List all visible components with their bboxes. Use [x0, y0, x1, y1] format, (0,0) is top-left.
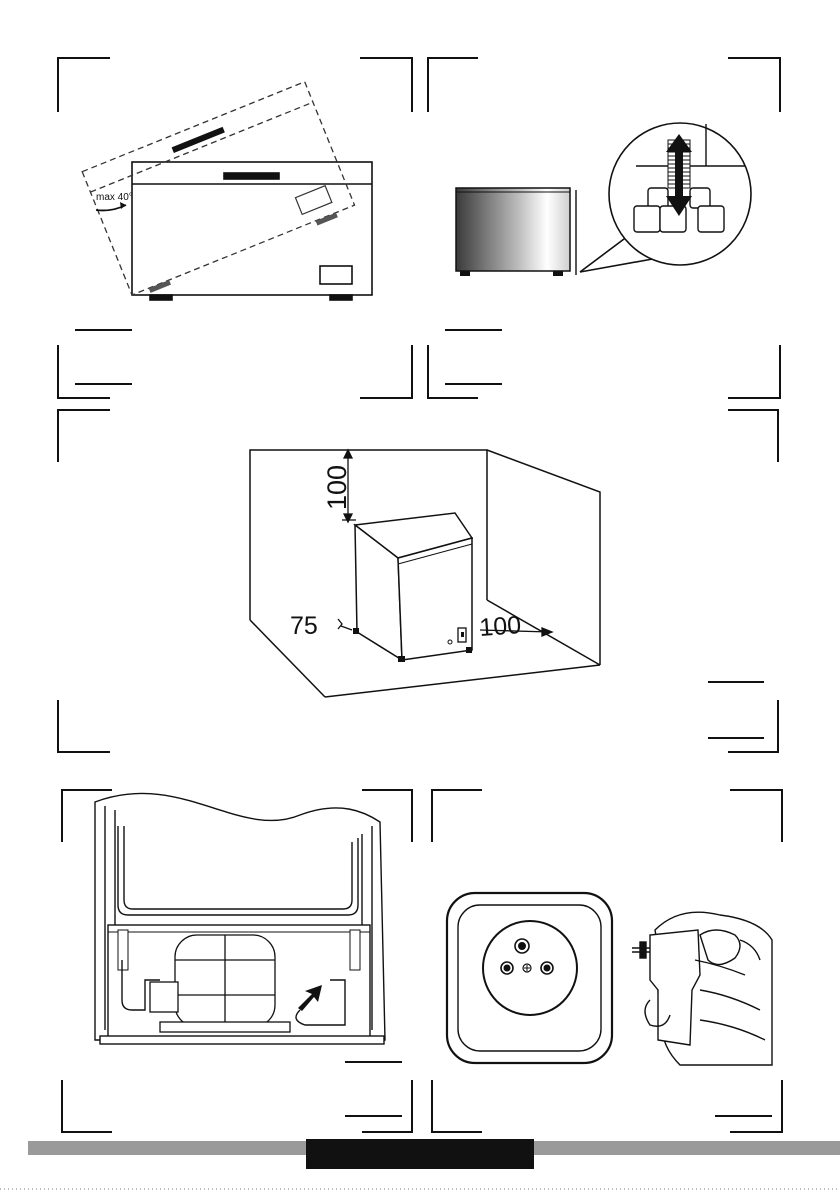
freezer-front-view — [132, 162, 372, 300]
wall-socket — [447, 893, 612, 1063]
freezer-small-view — [456, 188, 576, 276]
tilted-outline — [82, 82, 356, 300]
top-clearance-label: 100 — [322, 465, 352, 510]
panel-clearance: 100 75 100 — [58, 410, 778, 752]
panel-electrical — [432, 790, 782, 1132]
rear-clearance-label: 100 — [478, 611, 522, 642]
side-clearance-label: 75 — [290, 612, 318, 640]
footer-bar-right — [534, 1141, 840, 1155]
plug-in-hand — [632, 912, 772, 1065]
footer — [0, 1139, 840, 1189]
footer-page-block — [306, 1139, 534, 1169]
panel-compressor — [62, 790, 412, 1132]
detail-magnifier — [580, 123, 751, 272]
panel-tilt: max 40° — [58, 58, 412, 398]
footer-bar-left — [28, 1141, 306, 1155]
corner-brackets — [58, 58, 412, 398]
panel-leveling — [428, 58, 780, 398]
freezer-3d — [353, 513, 472, 662]
tilt-angle-label: max 40° — [96, 192, 133, 203]
